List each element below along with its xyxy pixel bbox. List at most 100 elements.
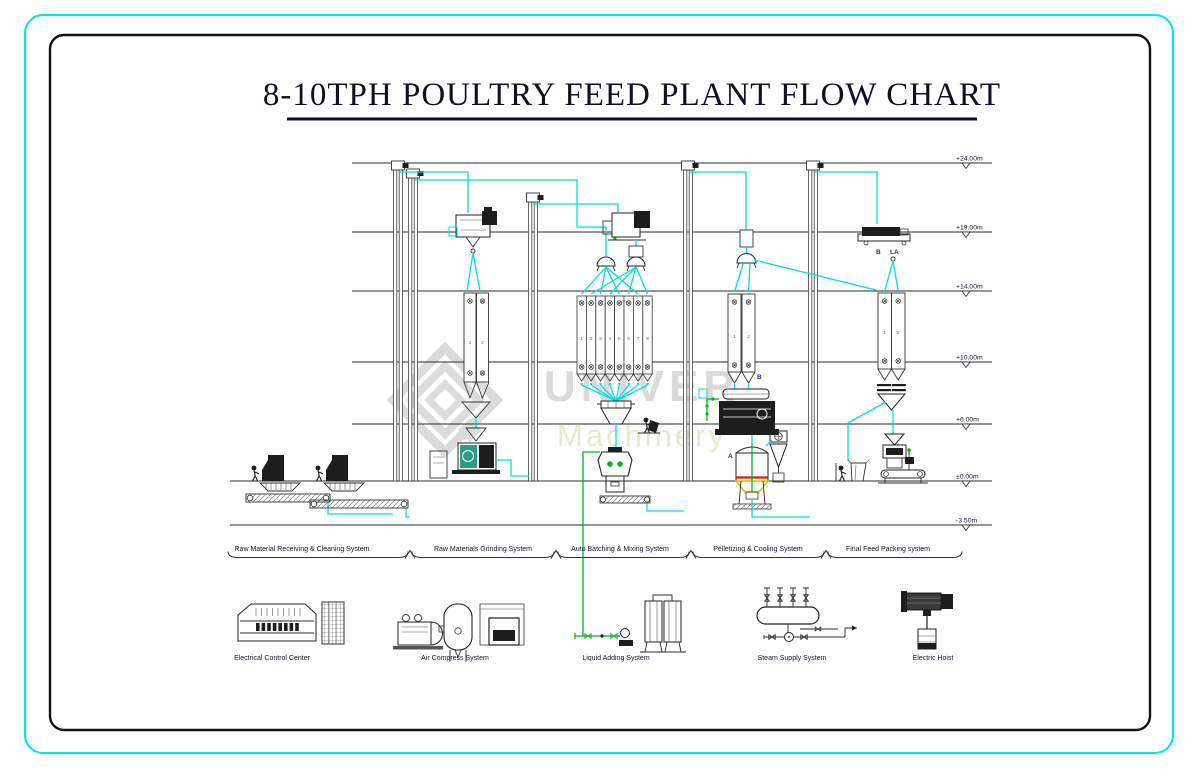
air-compressor	[397, 621, 432, 646]
intake-conveyor	[245, 493, 331, 503]
section-label-packing: Final Feed Packing system	[846, 546, 930, 553]
intake-hopper-grid	[322, 482, 366, 492]
spout-pipe	[533, 203, 619, 212]
bin-number: 8	[646, 336, 649, 341]
bucket-elevator-5	[806, 160, 824, 482]
outer-cyan-frame	[24, 14, 1174, 754]
outlet-mark-b: B	[757, 374, 762, 381]
buffer-bin	[739, 229, 754, 248]
elevation-marker-icon	[961, 361, 971, 369]
spout-pipe	[847, 401, 894, 461]
packing-bin-2	[891, 292, 906, 370]
bag-stitching-conveyor	[880, 469, 926, 479]
liquid-adding-riser	[582, 451, 600, 636]
mixer-discharge-conveyor	[599, 495, 651, 504]
liquid-pump	[620, 628, 630, 638]
bin-number: 1	[580, 336, 583, 341]
section-label-pelletizing: Pelletizing & Cooling System	[713, 546, 803, 553]
air-dryer	[479, 603, 525, 646]
dump-chute	[262, 460, 268, 481]
section-label-receiving: Raw Material Receiving & Cleaning System	[235, 546, 370, 553]
bin-discharge-cones	[576, 373, 653, 382]
aux-label-hoist: Electric Hoist	[913, 655, 954, 662]
watermark-sub-text: Machinery	[557, 418, 727, 453]
rotary-distributor-2	[626, 256, 646, 272]
grinding-silo-1	[463, 292, 477, 383]
cooling-cyclone	[769, 430, 788, 483]
magnet-box	[628, 245, 644, 258]
grinding-silo-2	[476, 292, 489, 383]
rotary-distributor-1	[596, 256, 616, 272]
spout-pipe	[690, 171, 747, 230]
elevation-label-24m: +24.00m	[956, 156, 983, 163]
dump-chute	[326, 460, 332, 481]
collecting-hopper	[461, 401, 491, 419]
magnet-separator	[470, 248, 476, 254]
inner-black-frame	[48, 33, 1152, 732]
bucket-elevator-4	[681, 160, 699, 482]
electrical-control-center	[237, 601, 345, 645]
section-label-grinding: Raw Materials Grinding System	[434, 546, 532, 553]
worker-figure	[838, 465, 847, 482]
brand-watermark: UNIVER Machinery	[386, 341, 735, 459]
elevation-label-10m: +10.00m	[956, 355, 983, 362]
batching-bins: 1 2 3 4 5 6 7 8	[576, 295, 653, 386]
spout-pipe	[466, 252, 481, 292]
elevation-label-6m: +6.00m	[956, 417, 979, 424]
distribution-spouts	[581, 266, 649, 295]
silo-number: 2	[481, 340, 484, 345]
aux-label-liquid: Liquid Adding System	[582, 655, 649, 662]
spout-pipe	[400, 171, 469, 213]
bin-number: 2	[590, 336, 593, 341]
bucket-elevator-2	[406, 168, 424, 482]
rotary-distributor-3	[736, 253, 757, 269]
worker-figure	[251, 465, 260, 482]
steam-header	[756, 606, 820, 625]
section-label-batching: Auto Batching & Mixing System	[571, 546, 669, 553]
pellet-bin-1	[727, 293, 742, 373]
inlet-mark-a: A	[728, 453, 733, 460]
drum-cleaner	[448, 207, 497, 248]
final-packing-section: B LA 1 2	[815, 171, 928, 484]
sieve-mark-a: LA	[890, 249, 899, 256]
pellet-mill	[715, 388, 779, 435]
open-bag	[850, 462, 867, 482]
elevation-marker-icon	[961, 480, 971, 488]
bin-number: 1	[883, 330, 886, 335]
steam-inlet-box	[698, 388, 708, 399]
bin-number: 5	[618, 336, 621, 341]
elevation-marker-icon	[961, 290, 971, 298]
elevation-label-0m: ±0.00m	[956, 474, 979, 481]
bin-number: 2	[897, 330, 900, 335]
silo-number: 1	[469, 340, 472, 345]
bucket-elevator-3	[526, 192, 544, 482]
spout-pipe	[884, 260, 899, 292]
manual-bagging-station	[835, 459, 870, 482]
discharge-funnel	[876, 393, 907, 411]
bin-number: 7	[637, 336, 640, 341]
secondary-cleaner	[602, 211, 650, 241]
hoist-drum	[904, 592, 942, 611]
liquid-tank-2	[663, 600, 682, 643]
mill-control-cabinet	[429, 450, 448, 479]
elevation-label-minus3m: -3.50m	[956, 518, 977, 525]
pelletizing-cooling-section: 1 2 B A	[690, 171, 877, 518]
steam-supply-system	[756, 587, 857, 642]
grading-sieve	[857, 227, 911, 246]
elevation-marker-icon	[961, 231, 971, 239]
bin-number: 6	[627, 336, 630, 341]
air-compress-system	[393, 603, 525, 662]
section-braces	[227, 549, 963, 559]
aux-equipment-labels: Electrical Control Center Air Compress S…	[234, 655, 953, 662]
mixer	[597, 447, 633, 493]
elevation-marker-icon	[961, 524, 971, 532]
elevation-marker-icon	[961, 162, 971, 170]
elevation-label-19m: +19.00m	[956, 225, 983, 232]
section-labels: Raw Material Receiving & Cleaning System…	[235, 546, 931, 553]
elevation-marker-icon	[961, 423, 971, 431]
spout-pipe	[751, 499, 810, 518]
sieve-mark-b: B	[876, 249, 881, 256]
bin-number: 3	[599, 336, 602, 341]
elevation-grid: +24.00m +19.00m +14.00m +10.00m +6.00m ±…	[230, 156, 992, 532]
auto-packing-scale	[878, 433, 928, 484]
